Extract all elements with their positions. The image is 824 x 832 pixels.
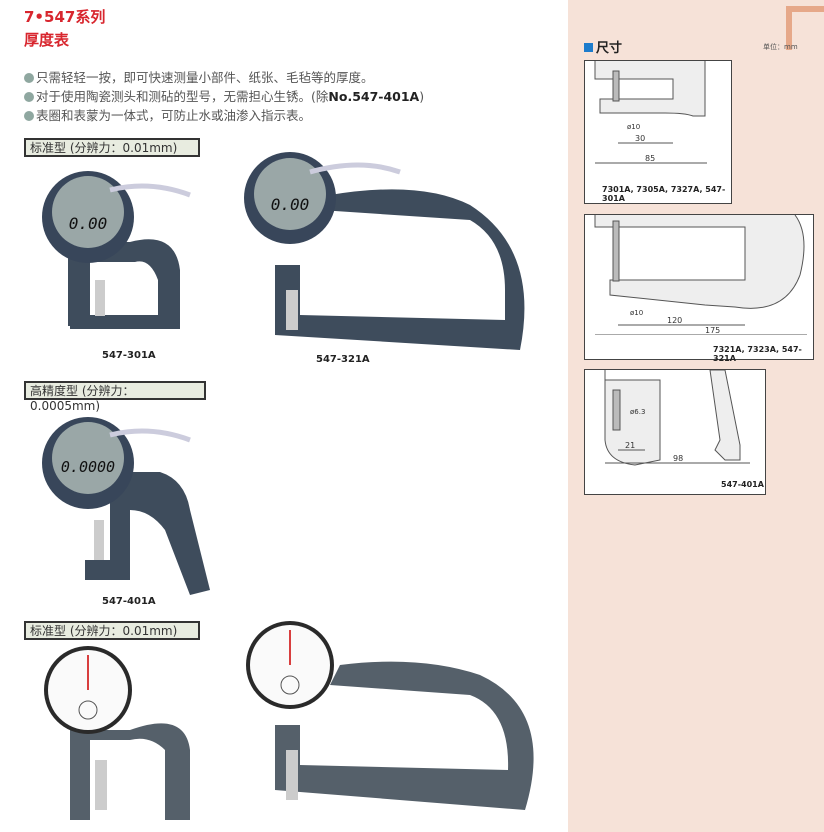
svg-text:120: 120	[667, 316, 682, 325]
svg-text:0.00: 0.00	[69, 214, 108, 233]
diagram-caption: 7321A, 7323A, 547-321A	[713, 345, 802, 363]
svg-text:0.0000: 0.0000	[61, 458, 115, 476]
gauge-547-401A-image: 0.0000	[42, 417, 210, 595]
svg-text:30: 30	[635, 134, 645, 143]
svg-text:85: 85	[645, 154, 655, 163]
feature-2: 对于使用陶瓷测头和测砧的型号，无需担心生锈。(除No.547-401A)	[24, 86, 424, 105]
diagram-caption: 547-401A	[721, 480, 764, 489]
feature-3: 表圈和表蒙为一体式，可防止水或油渗入指示表。	[24, 105, 311, 124]
diagram-drawing: 85 30 ø10	[594, 61, 707, 164]
svg-text:0.00: 0.00	[271, 195, 310, 214]
dial-gauge-small-image	[44, 646, 190, 820]
dimensions-title: 尺寸	[584, 37, 622, 56]
product-title: 厚度表	[24, 31, 70, 49]
series-title: 7•547系列	[24, 8, 106, 26]
diagram-caption: 7301A, 7305A, 7327A, 547-301A	[602, 185, 726, 203]
svg-text:98: 98	[673, 454, 683, 463]
bullet-icon	[24, 111, 34, 121]
section-label-standard: 标准型 (分辨力：0.01mm)	[24, 138, 200, 157]
dimension-diagram-2: 120 175 ø10 7321A, 7323A, 547-321A	[584, 214, 814, 363]
dimension-diagram-3: 21 98 ø6.3 547-401A	[584, 369, 766, 495]
unit-label: 单位：mm	[763, 43, 798, 51]
svg-text:ø6.3: ø6.3	[630, 408, 645, 416]
section-label-standard-dial: 标准型 (分辨力：0.01mm)	[24, 621, 200, 640]
model-label: 547-321A	[316, 354, 370, 365]
gauge-547-321A-image: 0.00	[244, 152, 525, 350]
svg-text:175: 175	[705, 326, 720, 335]
model-label: 547-401A	[102, 596, 156, 607]
feature-1: 只需轻轻一按，即可快速测量小部件、纸张、毛毡等的厚度。	[24, 67, 374, 86]
diagram-drawing: 120 175 ø10	[594, 214, 807, 336]
corner-decoration	[786, 6, 824, 50]
diagram-drawing: 21 98 ø6.3	[604, 369, 750, 466]
dimension-diagram-1: 85 30 ø10 7301A, 7305A, 7327A, 547-301A	[584, 60, 732, 204]
svg-text:ø10: ø10	[627, 123, 640, 131]
square-icon	[584, 43, 593, 52]
bullet-icon	[24, 92, 34, 102]
svg-text:21: 21	[625, 441, 635, 450]
model-label: 547-301A	[102, 350, 156, 361]
gauge-547-301A-image: 0.00	[42, 171, 191, 329]
dial-gauge-large-image	[246, 621, 534, 810]
product-images: 0.00 0.00 0.0000	[42, 152, 534, 820]
section-label-high-precision: 高精度型 (分辨力：0.0005mm)	[24, 381, 206, 413]
svg-text:ø10: ø10	[630, 309, 643, 317]
bullet-icon	[24, 73, 34, 83]
